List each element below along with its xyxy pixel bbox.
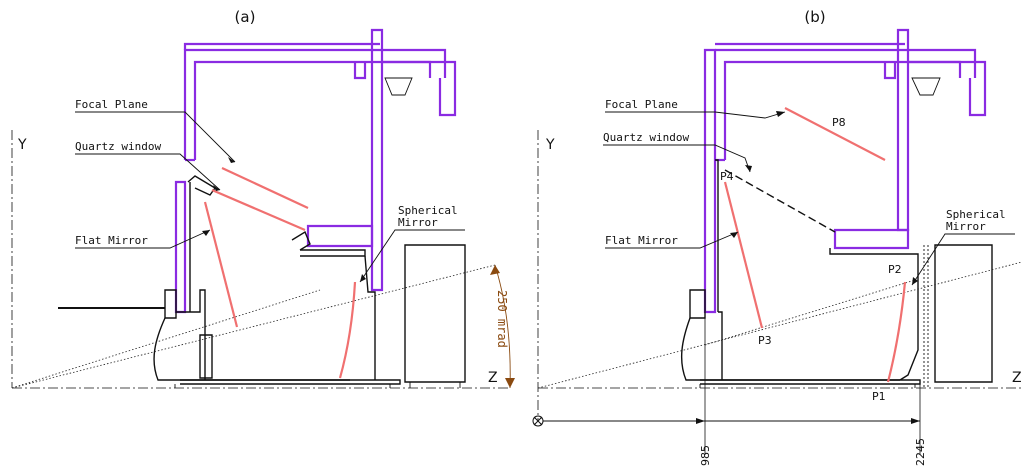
panel-b-point-p3: P3 (758, 334, 772, 347)
panel-a-focal-plane-label: Focal Plane (75, 98, 148, 111)
panel-a-focal-plane-leader (75, 111, 236, 163)
panel-b-spherical-mirror (886, 281, 907, 383)
panel-b-quartz-window (724, 169, 836, 233)
panel-b-dimension-2245: 2245 (914, 438, 927, 466)
panel-b-focal-plane (784, 107, 886, 161)
panel-a-gas-vessel (174, 28, 457, 314)
panel-b-dimension-985: 985 (699, 445, 712, 466)
panel-a-spherical-mirror (338, 281, 357, 379)
panel-a-flat-mirror-leader (75, 229, 211, 249)
panel-a-quartz-window-label: Quartz window (75, 140, 161, 153)
panel-b-ray-upper (704, 279, 916, 346)
panel-a-ray-inner (11, 289, 321, 389)
panel-b-point-p2: P2 (888, 263, 902, 276)
panel-b-gas-vessel (703, 28, 987, 314)
panel-b-dimension-lines (532, 318, 921, 455)
panel-b-quartz-window-label: Quartz window (603, 131, 689, 144)
panel-b-spherical-label-1: Spherical (946, 208, 1006, 221)
panel-b-flat-mirror-leader (605, 231, 739, 249)
panel-b-quartz-window-leader (603, 144, 751, 173)
panel-b-z-label: Z (1012, 370, 1022, 386)
panel-a-angle-arc (494, 264, 511, 389)
panel-a-spherical-label-1: Spherical (398, 204, 458, 217)
panel-b-support-structure (681, 159, 993, 388)
panel-a-angle-label: 250 mrad (495, 290, 509, 348)
panel-a-title: (a) (235, 8, 256, 26)
panel-a-support-structure (153, 175, 466, 388)
panel-a-z-label: Z (488, 370, 498, 386)
panel-a-quartz-window-leader (75, 153, 221, 191)
panel-b-flat-mirror (723, 181, 764, 329)
panel-b-y-label: Y (545, 137, 555, 153)
panel-a-focal-plane (221, 167, 309, 209)
panel-b-spherical-label-2: Mirror (946, 220, 986, 233)
panel-a-quartz-window (211, 188, 306, 232)
panel-b-flat-mirror-label: Flat Mirror (605, 234, 678, 247)
panel-b-point-p8: P8 (832, 116, 846, 129)
panel-a-y-label: Y (17, 137, 27, 153)
panel-b-point-p1: P1 (872, 390, 886, 403)
panel-a-flat-mirror (203, 201, 239, 328)
panel-b: (b) Y Z (532, 8, 1022, 466)
panel-a-spherical-label-2: Mirror (398, 216, 438, 229)
panel-a-ray-lower (11, 264, 496, 389)
panel-b-focal-plane-leader (605, 111, 786, 119)
panel-a-angle-arrow-top (490, 265, 500, 275)
panel-a-angle-arrow-bottom (505, 378, 515, 388)
panel-b-focal-plane-label: Focal Plane (605, 98, 678, 111)
panel-b-spherical-leader (911, 233, 1015, 286)
panel-a-flat-mirror-label: Flat Mirror (75, 234, 148, 247)
panel-b-point-p4: P4 (720, 170, 734, 183)
panel-a-spherical-leader (359, 229, 465, 283)
panel-b-ray-lower (537, 261, 1022, 389)
panel-a: (a) Y Z (11, 8, 515, 389)
panel-b-title: (b) (804, 8, 825, 26)
